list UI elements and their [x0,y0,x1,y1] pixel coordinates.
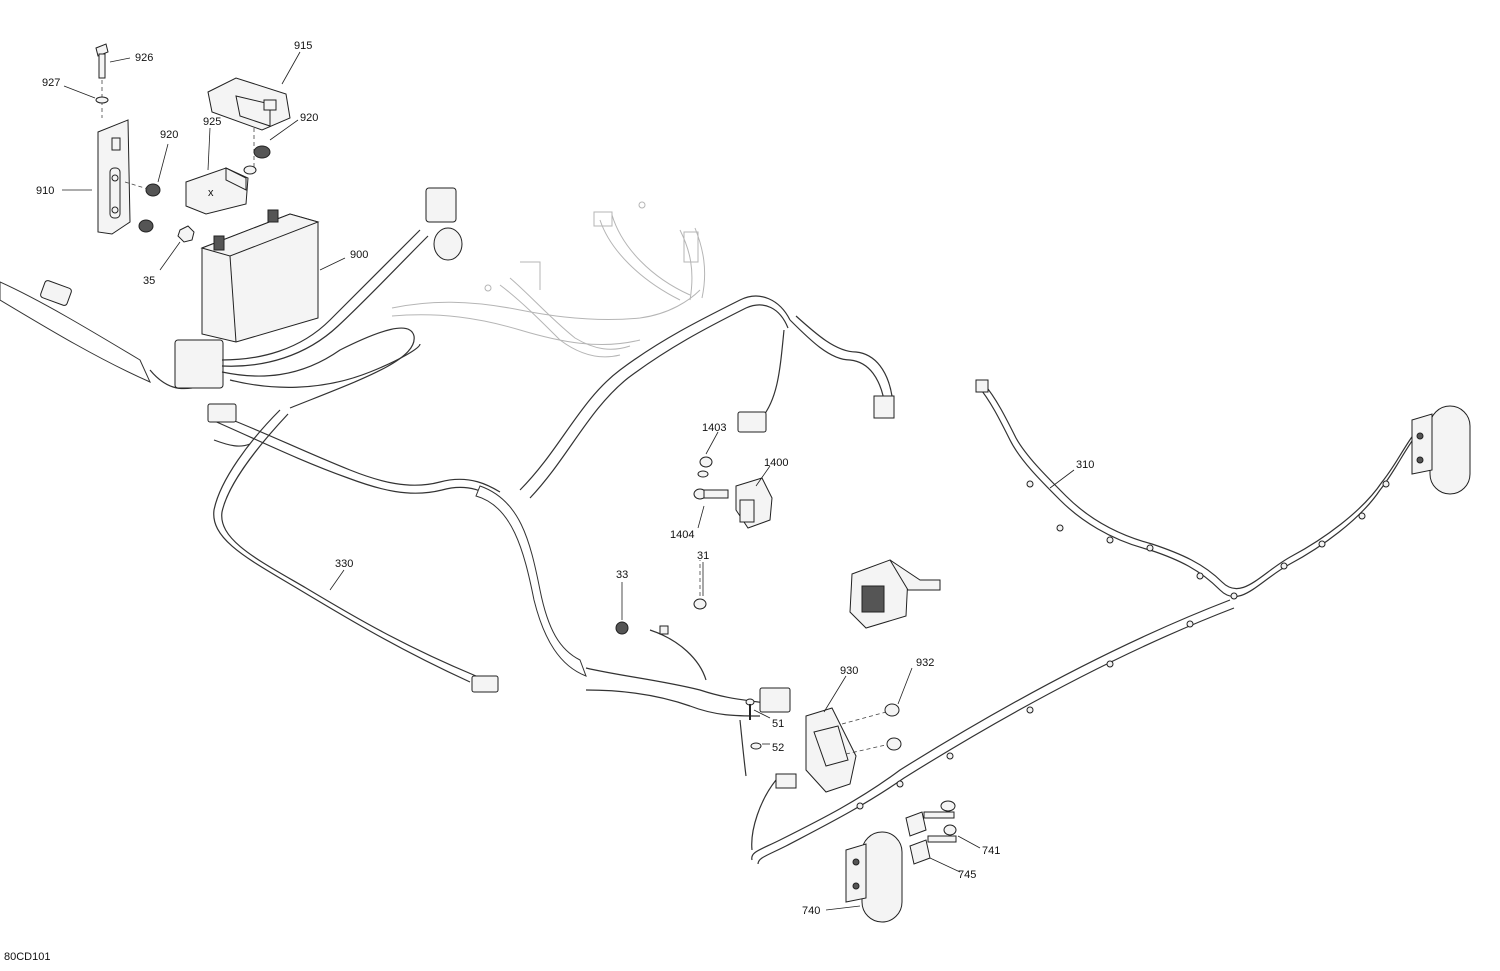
nut-small [243,165,257,175]
grommet-932-top [884,703,900,717]
callout-1404: 1404 [670,529,694,541]
sensor-1400 [735,477,773,529]
connector-top [425,187,457,223]
callout-1400: 1400 [764,457,788,469]
battery-holder-910 [97,119,131,235]
connector-left [40,280,72,306]
callout-310: 310 [1076,459,1094,471]
callout-932: 932 [916,657,934,669]
connector-310-top [975,379,989,393]
callout-741: 741 [982,845,1000,857]
battery-900 [200,209,320,343]
connector-310-bottom [775,773,797,789]
leader-lines [62,51,1075,911]
nut-920-left [145,183,161,197]
callout-920-right: 920 [300,112,318,124]
callout-33: 33 [616,569,628,581]
central-harness-trunk [475,295,895,777]
washer-1403 [697,470,709,478]
callout-740: 740 [802,905,820,917]
ghost-frame-structure [391,201,706,358]
ecm-connector [174,339,224,389]
callout-900: 900 [350,249,368,261]
fuse-box-915 [207,77,291,168]
harness-310 [751,379,1423,865]
callout-926: 926 [135,52,153,64]
callout-920-left: 920 [160,129,178,141]
bolt-926 [95,43,109,118]
callout-31: 31 [697,550,709,562]
lamp-bracket-hardware [905,800,957,865]
nut-35 [177,225,195,243]
clip [659,625,669,635]
relay-bracket [849,559,941,629]
connector-1403-side [737,411,767,433]
callout-925: 925 [203,116,221,128]
module-930 [805,707,891,793]
harness-330 [207,403,501,693]
callout-910: 910 [36,185,54,197]
callout-35: 35 [143,275,155,287]
connector-930-side [759,687,791,713]
bolt-31 [693,560,707,610]
bolt-51 [745,698,755,720]
connector-330-end [471,675,499,693]
nut-920-right [253,145,271,159]
callout-330: 330 [335,558,353,570]
main-harness-left [0,187,463,409]
nut-33 [615,621,629,635]
lamp-740 [845,831,903,923]
callout-52: 52 [772,742,784,754]
callout-745: 745 [958,869,976,881]
lamp-right [1411,405,1471,495]
washer-927 [95,96,109,104]
svg-text:x: x [208,187,214,199]
diagram-code: 80CD101 [4,951,51,963]
connector-right-of-trunk [873,395,895,419]
grommet [433,227,463,261]
battery-cover-925: x [185,167,249,215]
nut-920-lower [138,219,154,233]
connector-330-top [207,403,237,423]
callout-927: 927 [42,77,60,89]
harness-310-clips [856,480,1390,810]
nut-1403 [699,456,713,468]
callout-915: 915 [294,40,312,52]
callout-51: 51 [772,718,784,730]
callout-1403: 1403 [702,422,726,434]
washer-52 [750,742,762,750]
callout-930: 930 [840,665,858,677]
callout-labels: 926 927 915 920 920 925 910 35 900 1403 … [36,40,1094,917]
grommet-932-bottom [886,737,902,751]
bolt-1404 [693,488,729,500]
